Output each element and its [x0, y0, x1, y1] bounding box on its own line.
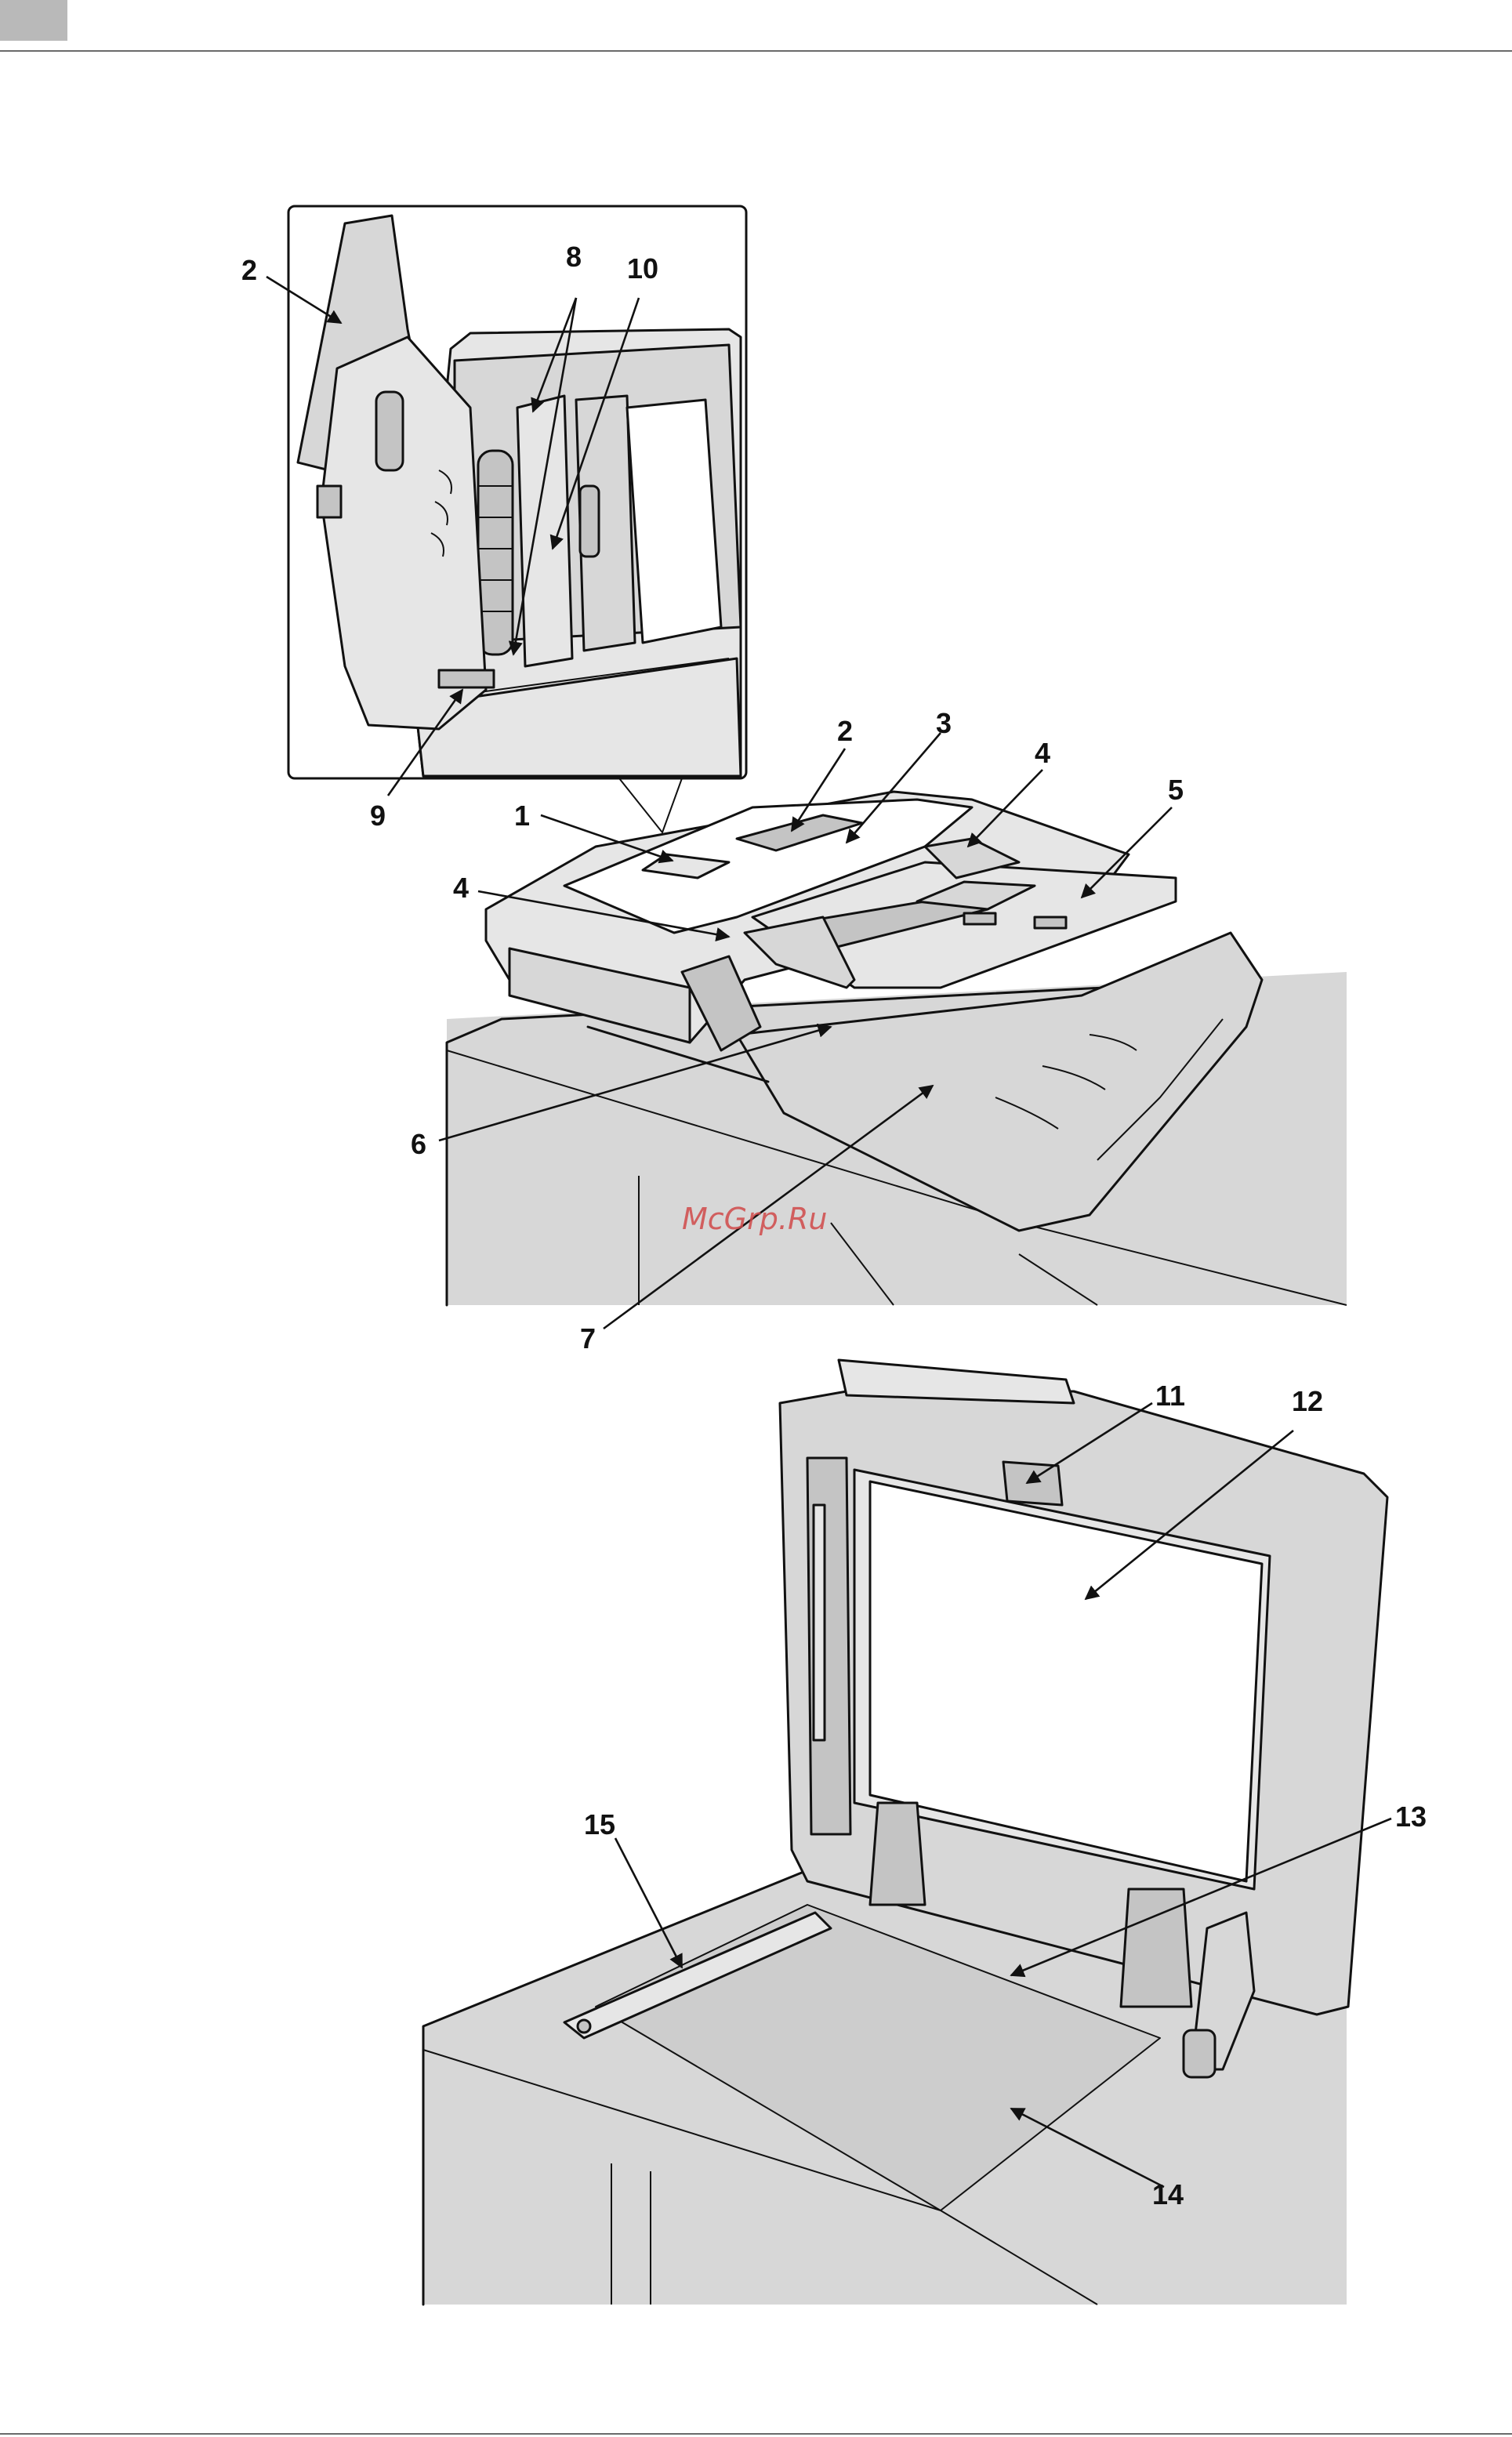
watermark-text: McGrp.Ru: [682, 1202, 827, 1236]
callout-10: 10: [627, 252, 658, 285]
callout-14: 14: [1152, 2178, 1184, 2210]
footer-rule: [0, 2433, 1512, 2435]
document-feeder-drawing: [288, 206, 1347, 1305]
callout-4-left: 4: [453, 872, 469, 904]
callout-1: 1: [514, 800, 530, 832]
platen-glass-drawing: [423, 1360, 1387, 2305]
callout-6: 6: [411, 1128, 426, 1160]
callout-2-inset: 2: [241, 254, 257, 286]
callout-2: 2: [837, 715, 853, 747]
callout-11: 11: [1155, 1380, 1185, 1412]
callout-9: 9: [370, 800, 386, 832]
callout-8: 8: [566, 241, 582, 273]
callout-13: 13: [1395, 1801, 1427, 1833]
callout-5: 5: [1168, 774, 1184, 806]
callout-3: 3: [936, 707, 952, 739]
callout-4-right: 4: [1035, 737, 1050, 769]
callout-7: 7: [580, 1322, 596, 1354]
callout-12: 12: [1292, 1385, 1323, 1417]
callout-15: 15: [584, 1808, 615, 1840]
